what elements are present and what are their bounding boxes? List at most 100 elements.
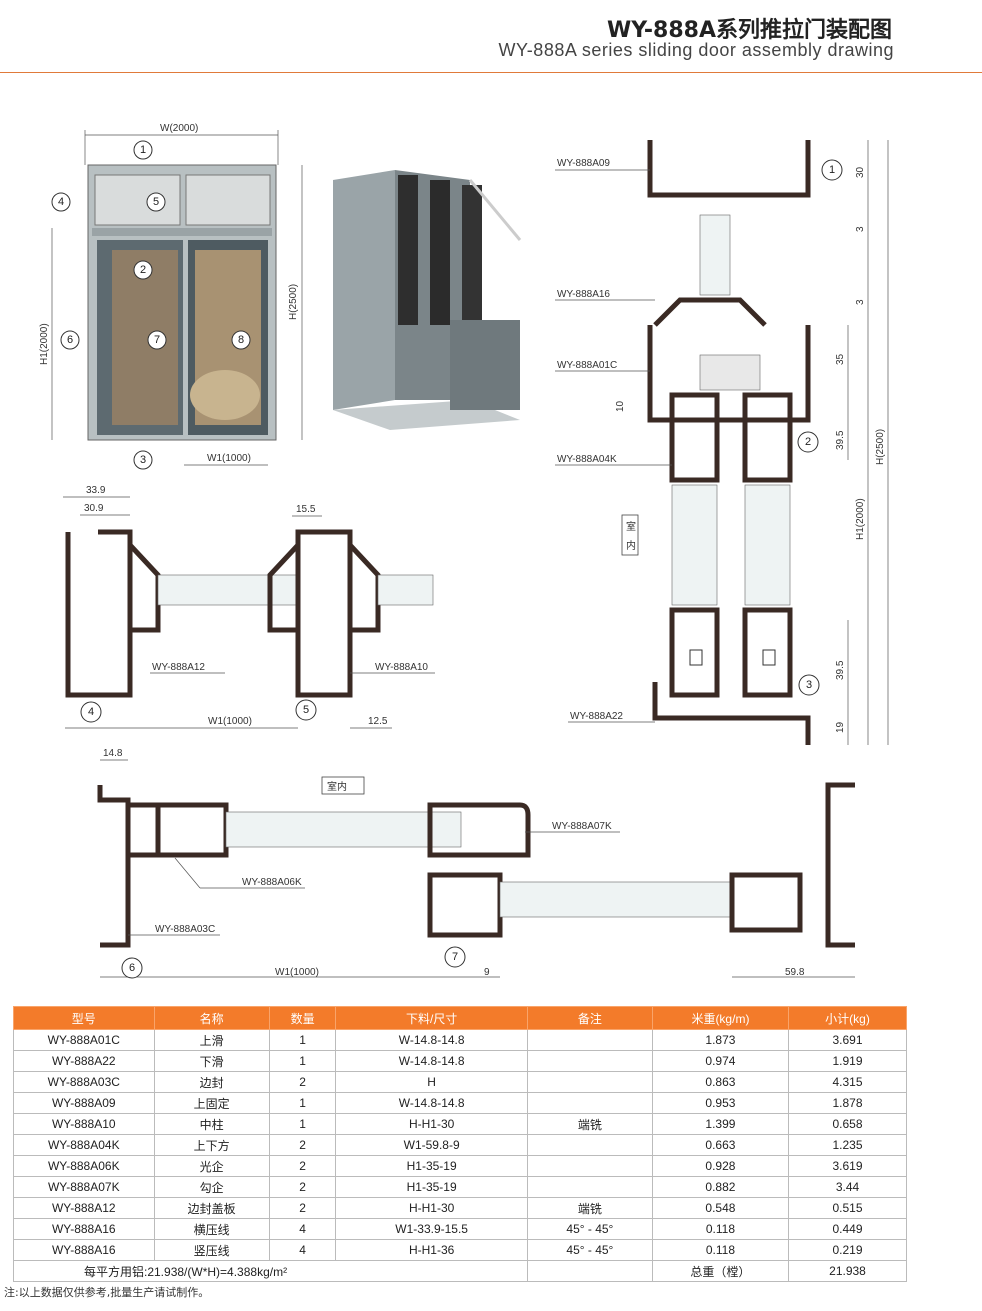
footer-empty [526,1260,653,1282]
vertical-section: WY-888A09 WY-888A16 WY-888A01C WY-888A04… [555,140,889,745]
table-cell: 3.44 [788,1176,907,1198]
table-cell: H [335,1071,528,1093]
indoor-label-a: 室 [626,520,636,533]
table-cell: 0.663 [651,1134,790,1156]
table-cell: 0.219 [788,1239,907,1261]
table-cell: WY-888A22 [13,1050,155,1072]
table-cell: 4 [268,1239,337,1261]
callout-1: 1 [140,144,146,156]
table-cell: 上滑 [153,1029,270,1051]
callout-2: 2 [140,264,146,276]
table-cell: 2 [268,1176,337,1198]
table-cell: W1-33.9-15.5 [335,1218,528,1240]
table-cell: WY-888A16 [13,1239,155,1261]
assembly-drawings: W(2000) H(2500) H1(2000) W1(1000) 1 2 3 … [39,123,889,979]
table-cell: 1.873 [651,1029,790,1051]
bottom-callout-7: 7 [452,951,458,963]
footer-total-label: 总重（樘） [651,1260,790,1282]
page-title-cn: WY-888A系列推拉门装配图 [606,18,892,43]
table-cell: 0.515 [788,1197,907,1219]
section-callout-1: 1 [829,164,835,176]
callout-6: 6 [67,334,73,346]
bottom-callout-6: 6 [129,962,135,974]
table-cell: 1.878 [788,1092,907,1114]
dim-h1: H1(2000) [39,323,50,365]
label-a12: WY-888A12 [152,662,205,673]
table-cell: WY-888A12 [13,1197,155,1219]
table-cell: 1 [268,1050,337,1072]
table-cell: 3.691 [788,1029,907,1051]
middle-section: 33.9 30.9 15.5 12.5 W1(1000) WY-888A12 W… [63,485,435,729]
section-callout-2: 2 [805,436,811,448]
table-cell: 边封盖板 [153,1197,270,1219]
table-cell: 端铣 [526,1113,653,1135]
label-a16: WY-888A16 [557,289,610,300]
table-cell: 0.658 [788,1113,907,1135]
table-cell: 1 [268,1113,337,1135]
profile-3d-render [333,170,522,430]
label-a09: WY-888A09 [557,158,610,169]
table-cell: 勾企 [153,1176,270,1198]
table-cell: H-H1-36 [335,1239,528,1261]
dim-33-9: 33.9 [86,485,106,496]
dim-h: H(2500) [288,284,299,320]
table-cell: 2 [268,1197,337,1219]
table-cell: WY-888A01C [13,1029,155,1051]
dim-w1-mid: W1(1000) [208,716,252,727]
table-cell: 中柱 [153,1113,270,1135]
mid-callout-4: 4 [88,706,94,718]
table-cell: 上下方 [153,1134,270,1156]
material-table: 型号 名称 数量 下料/尺寸 备注 米重(kg/m) 小计(kg) WY-888… [13,1006,907,1282]
dim-3b: 3 [855,299,866,305]
dim-30: 30 [855,166,866,178]
table-cell: 2 [268,1071,337,1093]
table-cell: H1-35-19 [335,1155,528,1177]
table-cell: 3.619 [788,1155,907,1177]
label-a01c: WY-888A01C [557,360,617,371]
table-cell [526,1029,653,1051]
table-cell: 0.548 [651,1197,790,1219]
table-footer-row: 每平方用铝:21.938/(W*H)=4.388kg/m² 总重（樘） 21.9… [13,1260,907,1282]
table-cell: 0.882 [651,1176,790,1198]
dim-15-5: 15.5 [296,504,316,515]
dim-w1: W1(1000) [207,453,251,464]
table-header-row: 型号 名称 数量 下料/尺寸 备注 米重(kg/m) 小计(kg) [13,1006,907,1030]
table-cell: 0.953 [651,1092,790,1114]
dim-10: 10 [615,400,626,412]
table-cell: 下滑 [153,1050,270,1072]
table-cell: W-14.8-14.8 [335,1092,528,1114]
label-a03c: WY-888A03C [155,924,215,935]
callout-5: 5 [153,196,159,208]
table-cell: WY-888A10 [13,1113,155,1135]
callout-3: 3 [140,454,146,466]
dim-59-8: 59.8 [785,967,805,978]
table-cell [526,1176,653,1198]
col-header: 数量 [268,1006,337,1030]
col-header: 米重(kg/m) [651,1006,790,1030]
table-cell: 0.863 [651,1071,790,1093]
table-cell: WY-888A09 [13,1092,155,1114]
footnote: 注:以上数据仅供参考,批量生产请试制作。 [4,1286,210,1299]
label-a22: WY-888A22 [570,711,623,722]
label-a10: WY-888A10 [375,662,428,673]
callout-4: 4 [58,196,64,208]
label-a07k: WY-888A07K [552,821,612,832]
dim-19: 19 [835,721,846,733]
table-cell: 0.118 [651,1218,790,1240]
table-cell: W1-59.8-9 [335,1134,528,1156]
label-a04k: WY-888A04K [557,454,617,465]
header-rule [0,72,982,73]
footer-usage: 每平方用铝:21.938/(W*H)=4.388kg/m² [13,1260,528,1282]
label-a06k: WY-888A06K [242,877,302,888]
table-cell: 0.974 [651,1050,790,1072]
dim-h-right: H(2500) [875,429,886,465]
table-cell [526,1050,653,1072]
table-cell: 上固定 [153,1092,270,1114]
